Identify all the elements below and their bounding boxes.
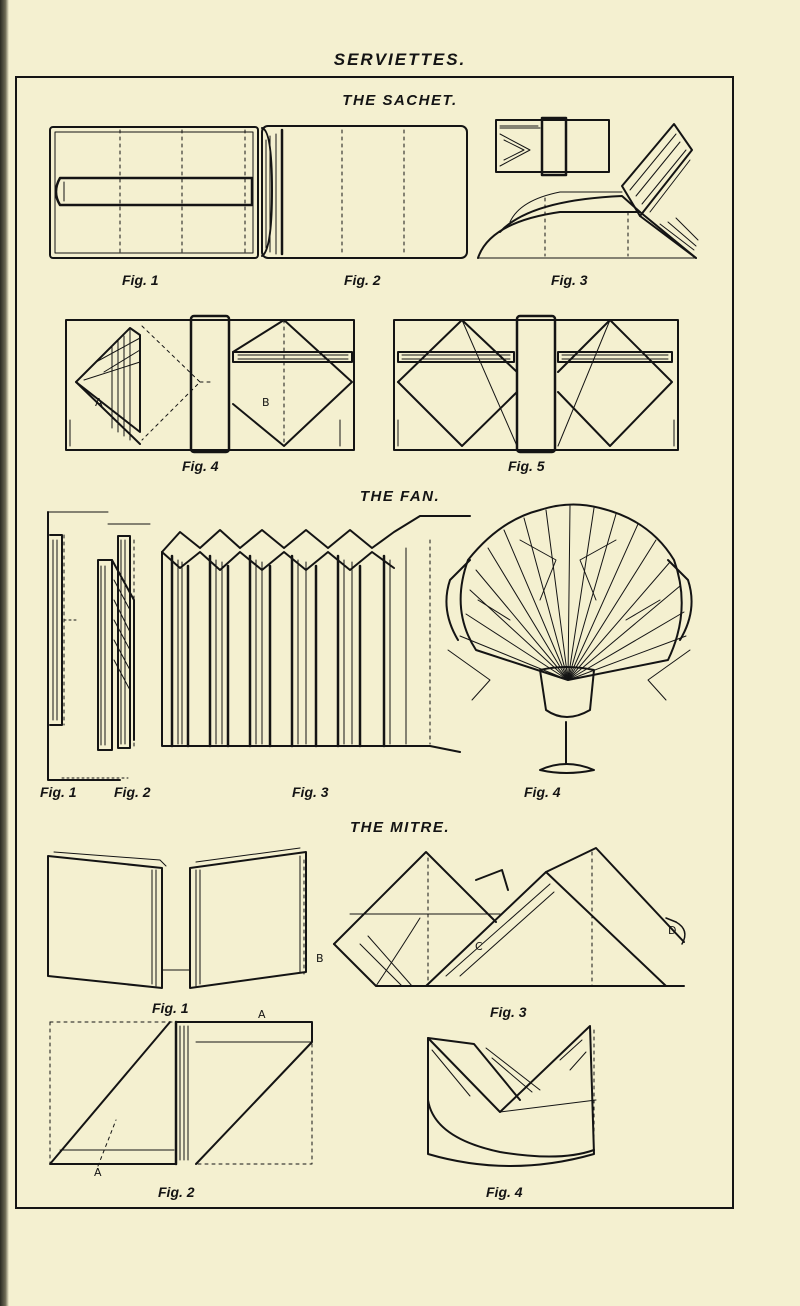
section-title-fan: THE FAN.: [359, 488, 441, 505]
fan-fig4-caption: Fig. 4: [524, 784, 561, 800]
fan-fig3-caption: Fig. 3: [292, 784, 329, 800]
illustration-frame: [15, 76, 734, 1209]
section-title-mitre: THE MITRE.: [350, 819, 450, 836]
page-title: SERVIETTES.: [333, 50, 467, 69]
mitre-label-d: D: [668, 924, 677, 937]
sachet-fig3-caption: Fig. 3: [551, 272, 588, 288]
mitre-fig4-caption: Fig. 4: [486, 1184, 523, 1200]
mitre-fig2-drawing: [49, 1020, 313, 1167]
mitre-label-a-top: A: [258, 1008, 266, 1021]
book-binding-edge: [0, 0, 9, 1306]
sachet-label-b: B: [262, 396, 270, 409]
fan-fig2-caption: Fig. 2: [114, 784, 151, 800]
fan-fig2-drawing: [61, 523, 151, 779]
sachet-fig2-drawing: [261, 125, 468, 259]
mitre-label-a-bottom: A: [94, 1166, 102, 1179]
sachet-fig4-caption: Fig. 4: [182, 458, 219, 474]
mitre-fig3-drawing: [333, 847, 686, 987]
mitre-fig2-caption: Fig. 2: [158, 1184, 195, 1200]
sachet-fig1-drawing: [49, 126, 259, 259]
fan-fig3-drawing: [161, 515, 471, 753]
sachet-fig2-caption: Fig. 2: [344, 272, 381, 288]
mitre-fig1-caption: Fig. 1: [152, 1000, 189, 1016]
sachet-fig3-drawing: [477, 116, 699, 259]
fan-fig4-drawing: [445, 503, 693, 774]
fan-fig1-caption: Fig. 1: [40, 784, 77, 800]
sachet-fig1-caption: Fig. 1: [122, 272, 159, 288]
mitre-label-b: B: [316, 952, 324, 965]
section-title-sachet: THE SACHET.: [342, 92, 458, 109]
sachet-fig5-caption: Fig. 5: [508, 458, 545, 474]
fan-fig1-drawing: [47, 511, 121, 781]
mitre-label-c: C: [475, 940, 483, 953]
mitre-fig1-drawing: [47, 847, 307, 989]
mitre-fig3-caption: Fig. 3: [490, 1004, 527, 1020]
sachet-label-a: A: [95, 396, 103, 409]
sachet-fig5-drawing: [393, 314, 679, 454]
sachet-fig4-drawing: [65, 314, 355, 454]
mitre-fig4-drawing: [427, 1025, 597, 1167]
